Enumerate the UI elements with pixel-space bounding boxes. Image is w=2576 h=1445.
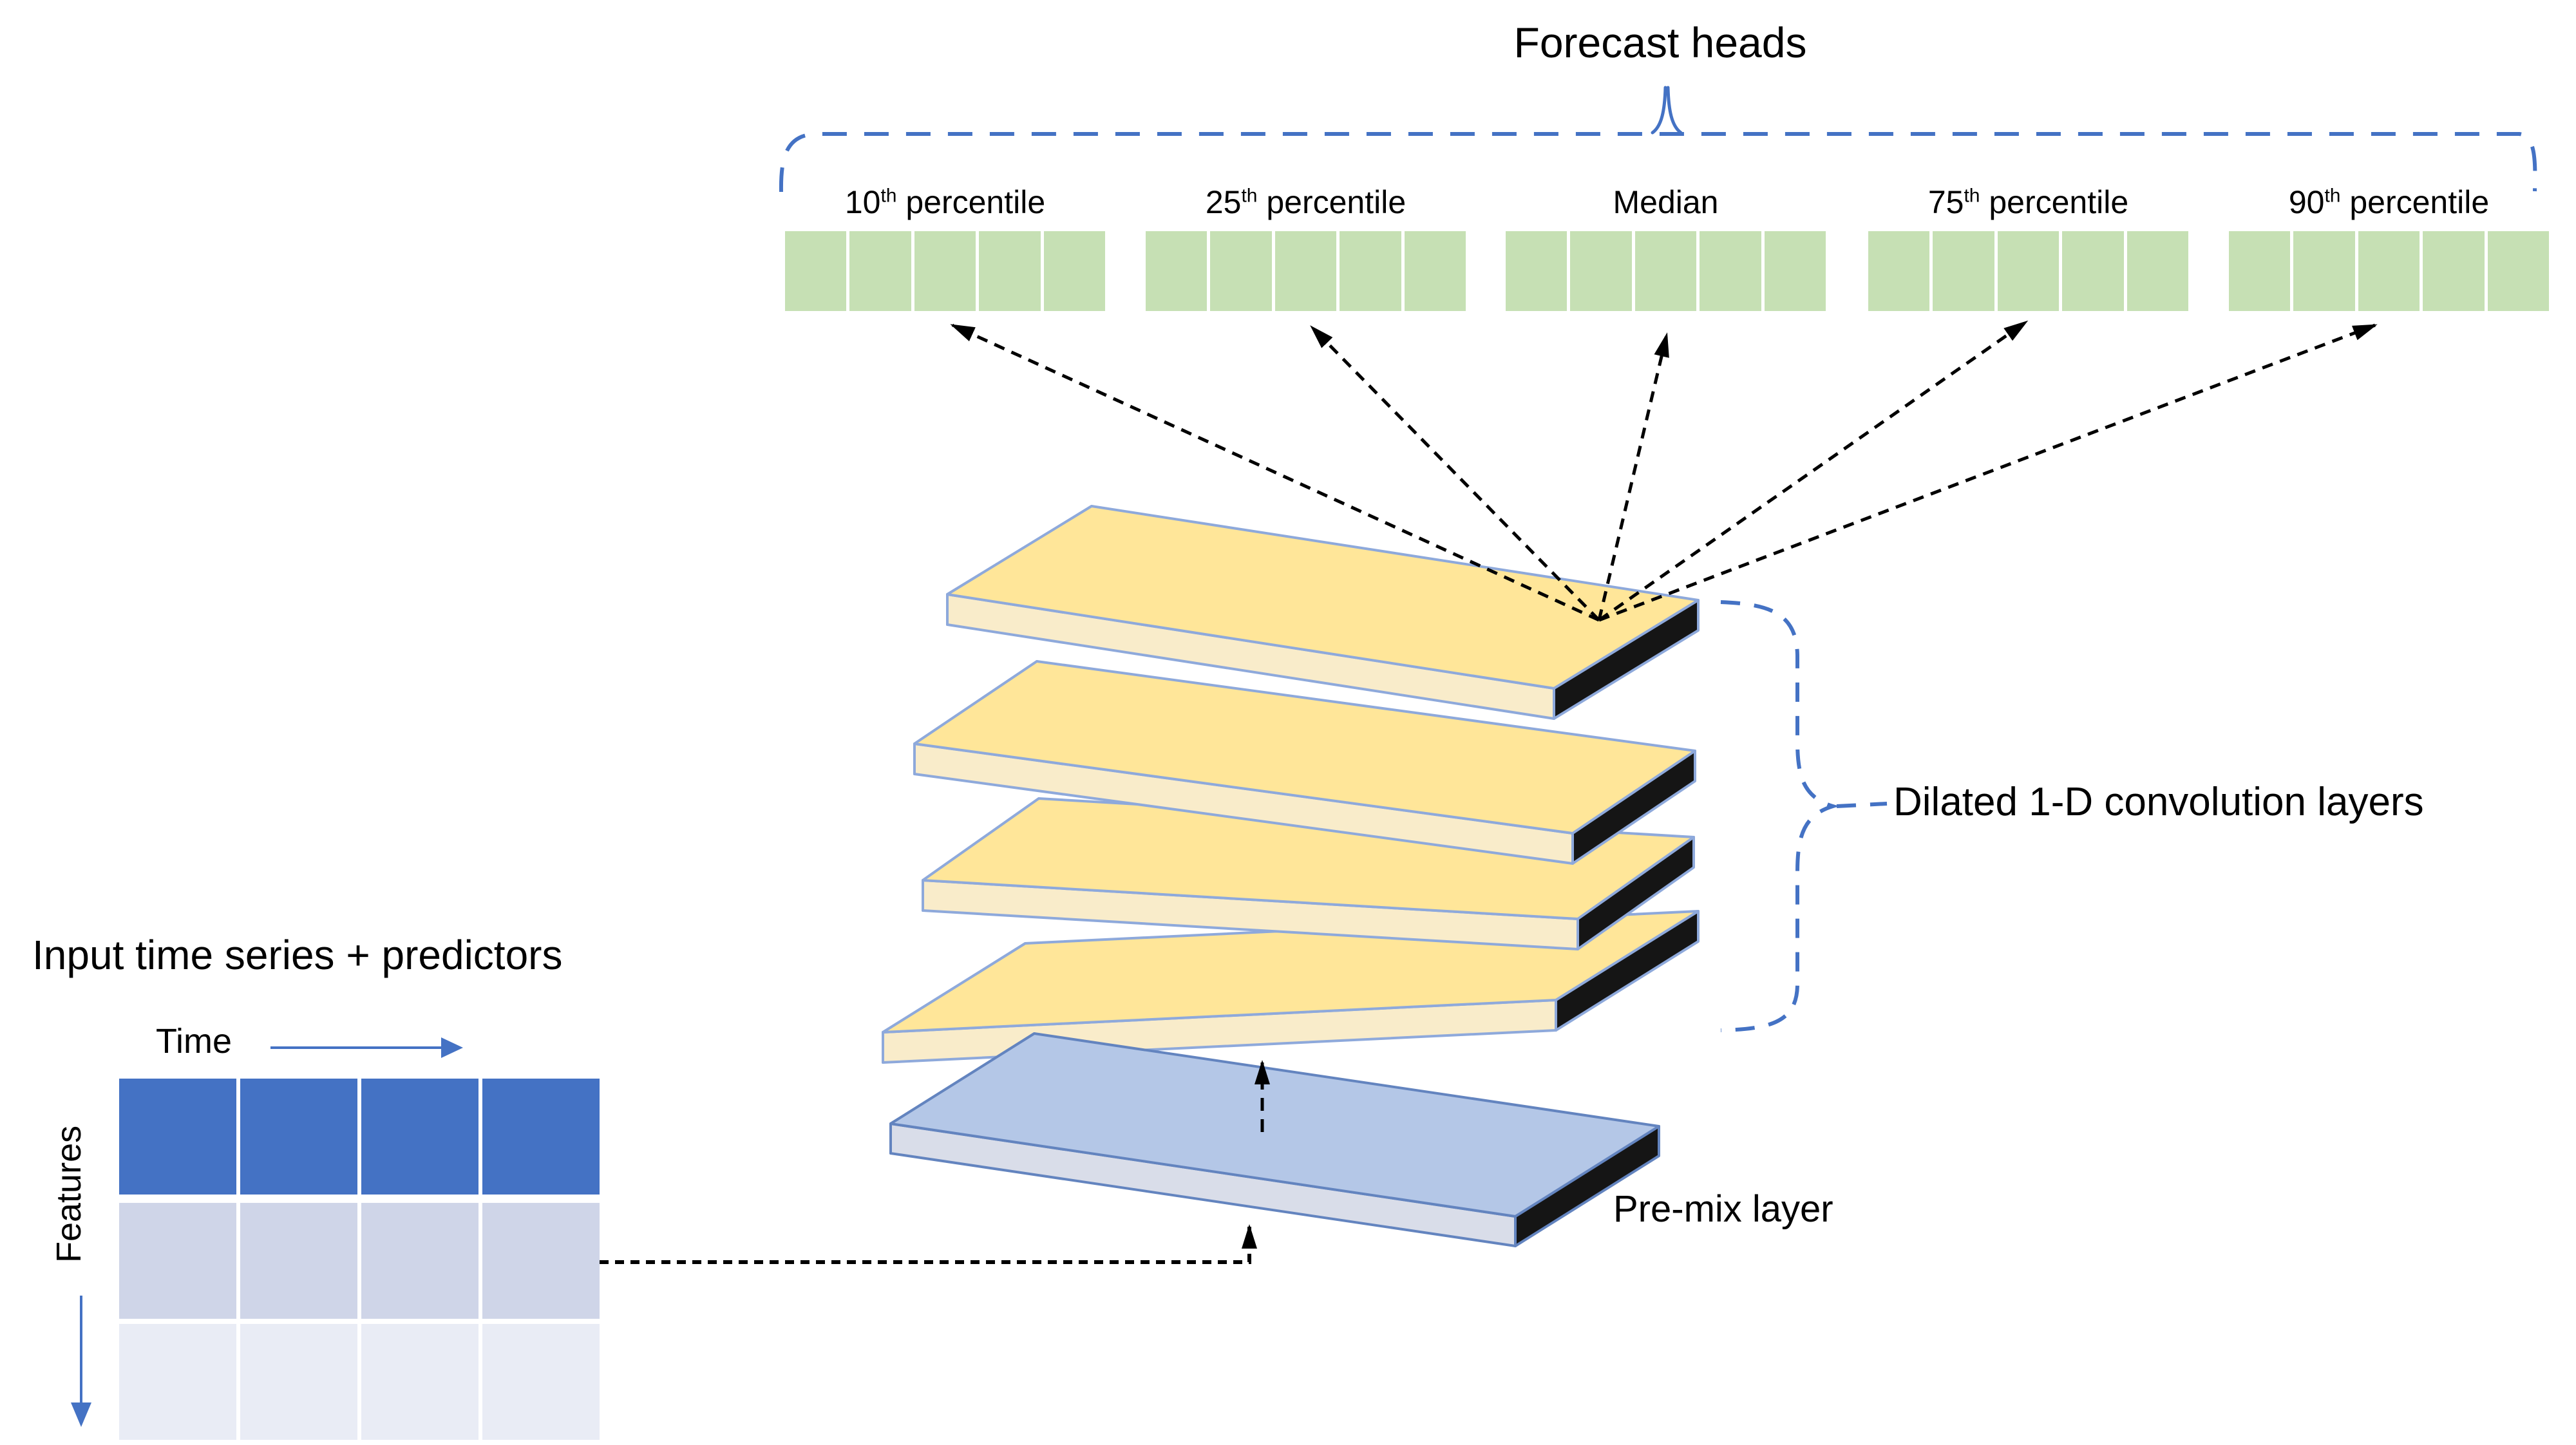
- time-axis-arrow-head: [441, 1037, 463, 1058]
- forecast-head-2-cell-1: [1146, 231, 1208, 311]
- forecast-head-5-cell-2: [2293, 231, 2355, 311]
- forecast-head-5: 90th percentile: [2229, 182, 2550, 311]
- input-grid-cell-r3-c4: [482, 1324, 600, 1440]
- forecast-head-5-cell-3: [2358, 231, 2420, 311]
- input-grid-cell-r3-c3: [361, 1324, 478, 1440]
- input-grid-cell-r3-c2: [240, 1324, 357, 1440]
- forecast-heads-bracket: [779, 132, 2537, 193]
- premix-top-face: [889, 1032, 1660, 1218]
- forecast-head-4-label: 75th percentile: [1927, 184, 2129, 220]
- premix-layer-label: Pre-mix layer: [1613, 1188, 1833, 1230]
- forecast-head-4-cell-4: [2062, 231, 2124, 311]
- forecast-head-1-bar: [785, 231, 1106, 311]
- forecast-head-5-label: 90th percentile: [2288, 184, 2490, 220]
- forecast-head-2-cell-2: [1210, 231, 1272, 311]
- forecast-head-2: 25th percentile: [1146, 182, 1466, 311]
- input-grid-row-3: [119, 1324, 600, 1440]
- input-grid-cell-r3-c1: [119, 1324, 236, 1440]
- forecast-head-5-bar: [2229, 231, 2550, 311]
- forecast-head-3-cell-4: [1700, 231, 1761, 311]
- forecast-head-4: 75th percentile: [1868, 182, 2189, 311]
- forecast-head-1-cell-3: [914, 231, 976, 311]
- conv-layer-1: [946, 505, 1700, 720]
- conv-layer-2: [913, 660, 1696, 865]
- forecast-head-4-bar: [1868, 231, 2189, 311]
- time-axis-label: Time: [156, 1022, 232, 1061]
- conv-layer-2-top-face: [913, 660, 1696, 835]
- forecast-head-4-cell-1: [1868, 231, 1930, 311]
- forecast-head-1-label: 10th percentile: [844, 184, 1046, 220]
- arrow-input-to-premix: [600, 1224, 1257, 1264]
- forecast-head-1-cell-4: [979, 231, 1041, 311]
- features-axis-arrow-head: [71, 1402, 91, 1427]
- forecast-heads-title: Forecast heads: [1513, 19, 1807, 66]
- forecast-head-3-bar: [1506, 231, 1826, 311]
- forecast-head-2-label: 25th percentile: [1205, 184, 1406, 220]
- premix-layer-slab: [889, 1032, 1660, 1247]
- forecast-head-1-cell-1: [785, 231, 847, 311]
- arrow-to-head-3: [1597, 332, 1669, 621]
- forecast-head-4-cell-5: [2126, 231, 2189, 311]
- forecast-head-1-cell-5: [1043, 231, 1106, 311]
- forecast-head-3: Median: [1506, 182, 1826, 311]
- forecast-head-3-cell-1: [1506, 231, 1567, 311]
- forecast-head-5-cell-1: [2229, 231, 2291, 311]
- forecast-head-1-cell-2: [849, 231, 911, 311]
- input-grid-cell-r1-c3: [361, 1079, 478, 1195]
- arrow-to-head-4: [1598, 320, 2029, 622]
- forecast-heads-bracket-tip: [1651, 86, 1683, 135]
- conv-layers-label: Dilated 1-D convolution layers: [1893, 780, 2424, 824]
- forecast-head-3-cell-2: [1570, 231, 1632, 311]
- input-grid-cell-r1-c2: [240, 1079, 357, 1195]
- forecast-head-4-cell-3: [1997, 231, 2060, 311]
- forecast-head-3-cell-3: [1634, 231, 1697, 311]
- input-grid-cell-r2-c2: [240, 1203, 357, 1319]
- forecast-head-5-cell-5: [2487, 231, 2550, 311]
- input-grid-cell-r2-c1: [119, 1203, 236, 1319]
- forecast-head-3-label: Median: [1613, 184, 1719, 220]
- input-grid-cell-r1-c4: [482, 1079, 600, 1195]
- input-grid-row-1: [119, 1079, 600, 1195]
- conv-layers-brace-leader: [1836, 802, 1888, 808]
- arrow-to-head-2: [1310, 325, 1600, 621]
- forecast-head-2-cell-4: [1340, 231, 1401, 311]
- features-axis-label: Features: [50, 1125, 88, 1263]
- conv-layer-1-top-face: [946, 505, 1700, 690]
- input-grid-cell-r1-c1: [119, 1079, 236, 1195]
- input-grid-cell-r2-c4: [482, 1203, 600, 1319]
- forecast-head-2-bar: [1146, 231, 1466, 311]
- forecast-head-1: 10th percentile: [785, 182, 1106, 311]
- forecast-head-2-cell-3: [1274, 231, 1337, 311]
- input-grid-row-2: [119, 1203, 600, 1319]
- input-grid: [119, 1079, 600, 1440]
- forecast-head-5-cell-4: [2423, 231, 2485, 311]
- forecast-head-3-cell-5: [1764, 231, 1826, 311]
- conv-layers-brace: [1720, 600, 1840, 1032]
- forecast-head-4-cell-2: [1933, 231, 1994, 311]
- input-section-title: Input time series + predictors: [32, 932, 563, 978]
- arrow-to-head-1: [950, 323, 1600, 622]
- input-grid-cell-r2-c3: [361, 1203, 478, 1319]
- arrow-to-head-5: [1598, 323, 2378, 622]
- forecast-head-2-cell-5: [1404, 231, 1466, 311]
